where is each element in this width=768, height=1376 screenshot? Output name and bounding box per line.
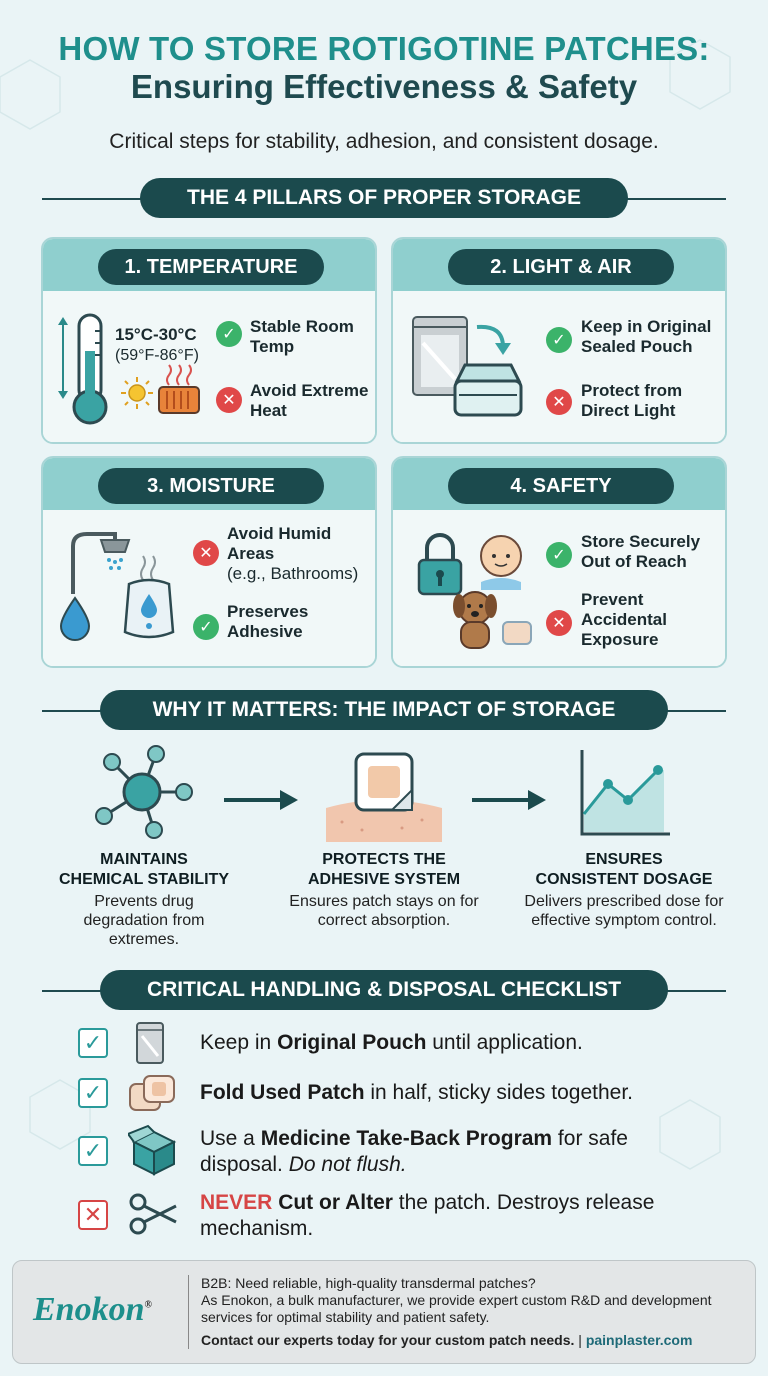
banner-rule-left bbox=[42, 198, 152, 200]
card-temperature: 1. TEMPERATURE 15°C-30°C (59°F-86°F) bbox=[41, 237, 377, 444]
check-icon: ✓ bbox=[546, 327, 572, 353]
patch-icon bbox=[502, 621, 532, 645]
thermometer-icon bbox=[58, 313, 108, 425]
sealed-pouch-icon bbox=[412, 316, 468, 396]
cross-icon: ✕ bbox=[546, 389, 572, 415]
checkbox-checked: ✓ bbox=[78, 1028, 108, 1058]
pouch-icon bbox=[136, 1022, 164, 1064]
card-light-air: 2. LIGHT & AIR ✓ Keep in Original Sealed… bbox=[391, 237, 727, 444]
checklist-item-fold-used-patch: Fold Used Patch in half, sticky sides to… bbox=[200, 1081, 633, 1104]
cross-icon: ✕ bbox=[546, 610, 572, 636]
card-header: 4. SAFETY bbox=[393, 458, 725, 510]
temperature-fahrenheit: (59°F-86°F) bbox=[115, 347, 199, 364]
sun-icon bbox=[121, 377, 153, 409]
card-header: 1. TEMPERATURE bbox=[43, 239, 375, 291]
item-store-securely: Store Securely Out of Reach bbox=[581, 532, 701, 571]
container-icon bbox=[453, 363, 523, 417]
why-title-line2: CHEMICAL STABILITY bbox=[58, 871, 230, 888]
footer-line2: As Enokon, a bulk manufacturer, we provi… bbox=[201, 1292, 712, 1325]
footer-line1: B2B: Need reliable, high-quality transde… bbox=[201, 1275, 536, 1291]
why-item-consistent-dosage: ENSURES CONSISTENT DOSAGE Delivers presc… bbox=[510, 850, 738, 930]
brand-logo: Enokon® bbox=[33, 1291, 152, 1328]
banner-rule-left bbox=[42, 710, 122, 712]
card-header: 2. LIGHT & AIR bbox=[393, 239, 725, 291]
why-title-line1: MAINTAINS bbox=[100, 851, 188, 868]
item-humid-example: (e.g., Bathrooms) bbox=[227, 564, 359, 583]
checklist-item-never-cut: NEVER Cut or Alter the patch. Destroys r… bbox=[200, 1191, 655, 1240]
card-title: 4. SAFETY bbox=[448, 468, 674, 504]
why-banner: WHY IT MATTERS: THE IMPACT OF STORAGE bbox=[100, 690, 668, 730]
checklist-item-original-pouch: Keep in Original Pouch until application… bbox=[200, 1031, 583, 1054]
checklist-item-take-back-program: Use a Medicine Take-Back Program for saf… bbox=[200, 1127, 628, 1176]
folded-patch-icon bbox=[129, 1075, 175, 1111]
card-title: 3. MOISTURE bbox=[98, 468, 324, 504]
item-avoid-extreme-heat: Avoid Extreme Heat bbox=[250, 381, 369, 420]
checkbox-checked: ✓ bbox=[78, 1136, 108, 1166]
banner-rule-right bbox=[646, 990, 726, 992]
card-title: 1. TEMPERATURE bbox=[98, 249, 324, 285]
page-title-line2: Ensuring Effectiveness & Safety bbox=[130, 68, 638, 105]
item-prevent-exposure: Prevent Accidental Exposure bbox=[581, 590, 667, 649]
card-safety: 4. SAFETY ✓ Store Securely Out of Reach … bbox=[391, 456, 727, 668]
heater-icon bbox=[158, 364, 200, 414]
card-header: 3. MOISTURE bbox=[43, 458, 375, 510]
item-keep-sealed-pouch: Keep in Original Sealed Pouch bbox=[581, 317, 712, 356]
water-drop-icon bbox=[59, 596, 91, 641]
page-subtitle: Critical steps for stability, adhesion, … bbox=[109, 130, 659, 153]
arrow-icon bbox=[476, 324, 511, 355]
item-avoid-humid-areas: Avoid Humid Areas bbox=[227, 524, 332, 563]
right-arrow-icon bbox=[224, 790, 298, 810]
item-preserves-adhesive: Preserves Adhesive bbox=[227, 602, 309, 641]
footer-panel: Enokon® B2B: Need reliable, high-quality… bbox=[12, 1260, 756, 1364]
checkbox-crossed: ✕ bbox=[78, 1200, 108, 1230]
why-title-line2: ADHESIVE SYSTEM bbox=[307, 871, 461, 888]
cross-icon: ✕ bbox=[216, 387, 242, 413]
molecule-icon bbox=[95, 745, 193, 839]
card-moisture: 3. MOISTURE ✕ Avoid Humid Areas (e.g., B… bbox=[41, 456, 377, 668]
check-icon: ✓ bbox=[546, 542, 572, 568]
checklist-banner: CRITICAL HANDLING & DISPOSAL CHECKLIST bbox=[100, 970, 668, 1010]
patch-on-skin-icon bbox=[326, 752, 442, 842]
scissors-icon bbox=[129, 1193, 177, 1235]
why-item-chemical-stability: MAINTAINS CHEMICAL STABILITY Prevents dr… bbox=[30, 850, 258, 949]
cross-icon: ✕ bbox=[193, 540, 219, 566]
footer-cta: Contact our experts today for your custo… bbox=[201, 1332, 693, 1348]
box-icon bbox=[128, 1124, 177, 1176]
why-description: Delivers prescribed dose for effective s… bbox=[524, 893, 724, 929]
page-title-line1: HOW TO STORE ROTIGOTINE PATCHES: bbox=[58, 30, 710, 67]
padlock-icon bbox=[417, 533, 463, 596]
check-icon: ✓ bbox=[216, 321, 242, 347]
why-title-line1: ENSURES bbox=[585, 851, 663, 868]
footer-text: B2B: Need reliable, high-quality transde… bbox=[188, 1275, 748, 1349]
why-title-line2: CONSISTENT DOSAGE bbox=[535, 871, 713, 888]
item-stable-room-temp: Stable Room Temp bbox=[250, 317, 354, 356]
banner-rule-left bbox=[42, 990, 122, 992]
baby-icon bbox=[480, 535, 522, 590]
card-title: 2. LIGHT & AIR bbox=[448, 249, 674, 285]
why-description: Prevents drug degradation from extremes. bbox=[83, 893, 205, 948]
banner-rule-right bbox=[646, 710, 726, 712]
right-arrow-icon bbox=[472, 790, 546, 810]
check-icon: ✓ bbox=[193, 614, 219, 640]
shower-icon bbox=[71, 532, 131, 594]
dog-icon bbox=[453, 591, 497, 649]
line-chart-icon bbox=[580, 750, 670, 836]
why-item-adhesive-system: PROTECTS THE ADHESIVE SYSTEM Ensures pat… bbox=[270, 850, 498, 930]
item-protect-direct-light: Protect from Direct Light bbox=[581, 381, 683, 420]
checkbox-checked: ✓ bbox=[78, 1078, 108, 1108]
why-title-line1: PROTECTS THE bbox=[322, 851, 446, 868]
humidifier-icon bbox=[123, 555, 175, 639]
why-description: Ensures patch stays on for correct absor… bbox=[289, 893, 479, 929]
footer-website-link[interactable]: painplaster.com bbox=[585, 1332, 693, 1348]
pillars-banner: THE 4 PILLARS OF PROPER STORAGE bbox=[140, 178, 628, 218]
banner-rule-right bbox=[616, 198, 726, 200]
temperature-celsius: 15°C-30°C bbox=[115, 325, 197, 344]
